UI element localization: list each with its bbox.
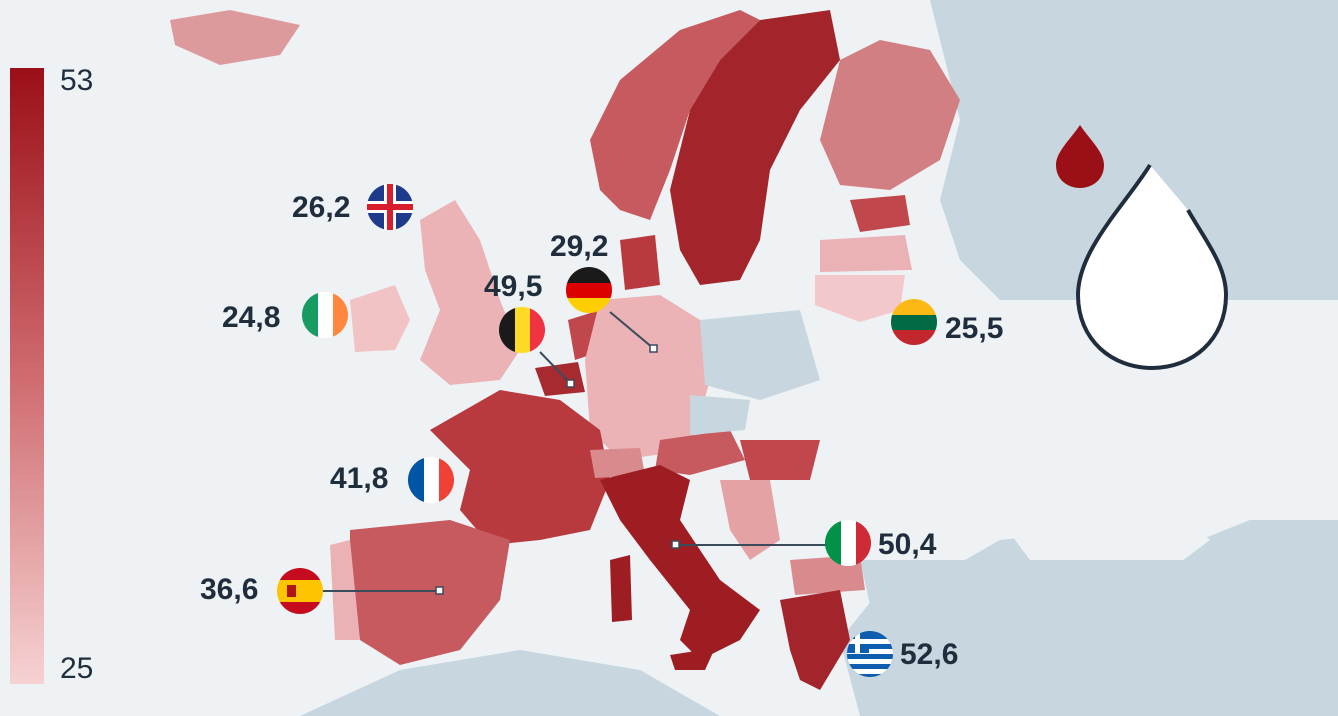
ireland — [350, 285, 410, 352]
estonia — [850, 195, 910, 232]
be-marker — [566, 379, 575, 388]
north-africa-land — [300, 650, 720, 716]
greece — [780, 590, 850, 690]
gr-flag-icon — [847, 631, 893, 677]
legend-min-label: 25 — [60, 652, 94, 685]
denmark — [620, 235, 660, 290]
switzerland — [590, 448, 645, 478]
ie-flag-icon — [302, 292, 348, 338]
france — [430, 390, 610, 545]
czechia — [690, 395, 750, 435]
ie-value: 24,8 — [222, 301, 281, 334]
balkans — [720, 480, 780, 560]
drop-outline-icon — [1075, 163, 1229, 371]
de-marker — [649, 344, 658, 353]
poland — [700, 310, 820, 400]
it-value: 50,4 — [878, 528, 937, 561]
russia-north-land — [930, 0, 1338, 300]
latvia — [820, 235, 912, 272]
de-value: 29,2 — [550, 230, 609, 263]
de-connector — [609, 311, 654, 349]
fr-value: 41,8 — [330, 462, 389, 495]
lt-flag-icon — [891, 299, 937, 345]
lithuania — [815, 275, 905, 322]
italy — [600, 465, 760, 660]
legend-gradient-bar — [10, 68, 44, 684]
es-flag-icon — [277, 568, 323, 614]
sardinia — [610, 555, 632, 622]
uk — [420, 200, 520, 385]
be-value: 49,5 — [484, 270, 543, 303]
turkey-land — [860, 560, 1338, 716]
es-value: 36,6 — [200, 573, 259, 606]
it-marker — [671, 540, 680, 549]
es-marker — [435, 586, 444, 595]
it-flag-icon — [825, 520, 871, 566]
hungary — [740, 440, 820, 480]
sweden — [670, 10, 840, 285]
black-sea — [1000, 490, 1210, 575]
be-flag-icon — [499, 307, 545, 353]
uk-value: 26,2 — [292, 191, 351, 224]
be-connector — [539, 351, 571, 384]
austria — [655, 430, 745, 475]
sicily — [670, 648, 715, 670]
fr-flag-icon — [408, 457, 454, 503]
germany — [585, 295, 710, 460]
spain — [350, 520, 510, 665]
blood-drop-icon — [1056, 125, 1104, 188]
gr-value: 52,6 — [900, 638, 959, 671]
uk-flag-icon — [367, 184, 413, 230]
finland — [820, 40, 960, 190]
legend-max-label: 53 — [60, 64, 94, 97]
iceland — [170, 10, 300, 65]
de-flag-icon — [566, 267, 612, 313]
lt-value: 25,5 — [945, 312, 1004, 345]
norway — [590, 10, 760, 220]
